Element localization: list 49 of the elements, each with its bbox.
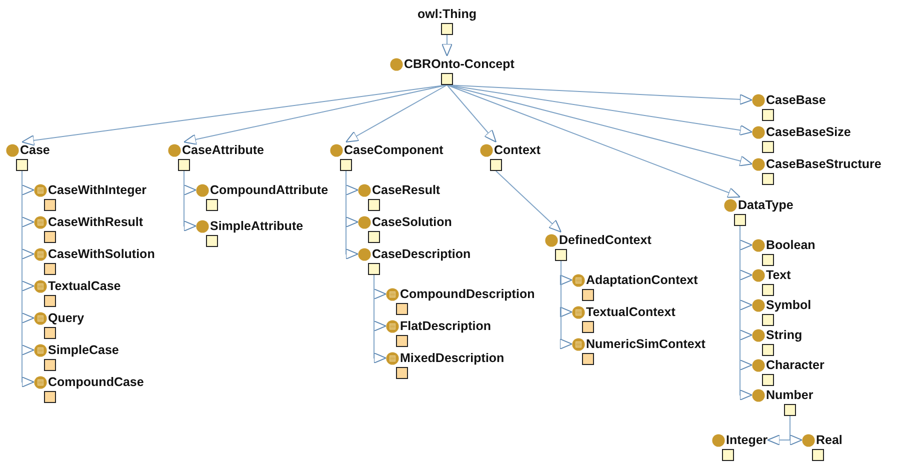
class-label: Character — [766, 357, 824, 373]
subclass-arrow — [560, 260, 572, 350]
class-label: DefinedContext — [559, 232, 652, 248]
class-label: CaseBaseStructure — [766, 156, 882, 172]
class-label: CompoundDescription — [400, 286, 535, 302]
class-label: Query — [48, 310, 84, 326]
class-label: Number — [766, 387, 814, 403]
subclass-arrow — [446, 84, 496, 142]
class-label: CaseDescription — [372, 246, 471, 262]
subclass-arrow — [740, 226, 752, 400]
class-label: String — [766, 327, 802, 343]
class-label: Boolean — [766, 237, 816, 253]
class-label: CBROnto-Concept — [404, 56, 514, 72]
subclass-arrow — [184, 170, 196, 232]
subclass-arrow — [446, 84, 740, 198]
subclass-arrow — [496, 170, 562, 232]
class-label: CaseSolution — [372, 214, 452, 230]
subclass-arrow — [184, 84, 448, 145]
class-label: NumericSimContext — [586, 336, 706, 352]
class-label: CaseWithInteger — [48, 182, 147, 198]
class-label: Case — [20, 142, 50, 158]
class-label: CaseBase — [766, 92, 826, 108]
class-label: SimpleCase — [48, 342, 119, 358]
subclass-arrow — [790, 416, 802, 446]
class-label: owl:Thing — [417, 6, 476, 22]
class-label: FlatDescription — [400, 318, 491, 334]
class-label: MixedDescription — [400, 350, 504, 366]
subclass-arrow — [374, 274, 386, 364]
class-label: TextualCase — [48, 278, 121, 294]
class-label: SimpleAttribute — [210, 218, 304, 234]
subclass-arrow — [442, 34, 452, 56]
subclass-arrow — [346, 84, 448, 142]
class-label: CaseWithSolution — [48, 246, 155, 262]
class-label: Symbol — [766, 297, 812, 313]
class-label: AdaptationContext — [586, 272, 698, 288]
class-label: Context — [494, 142, 541, 158]
class-label: CaseResult — [372, 182, 440, 198]
class-label: DataType — [738, 197, 794, 213]
subclass-arrow — [346, 170, 358, 228]
class-label: Integer — [726, 432, 768, 448]
class-label: CaseAttribute — [182, 142, 264, 158]
class-label: TextualContext — [586, 304, 676, 320]
class-label: CompoundCase — [48, 374, 144, 390]
class-label: CaseWithResult — [48, 214, 144, 230]
class-label: CompoundAttribute — [210, 182, 328, 198]
class-label: CaseComponent — [344, 142, 444, 158]
class-label: CaseBaseSize — [766, 124, 851, 140]
class-label: Real — [816, 432, 842, 448]
class-label: Text — [766, 267, 791, 283]
